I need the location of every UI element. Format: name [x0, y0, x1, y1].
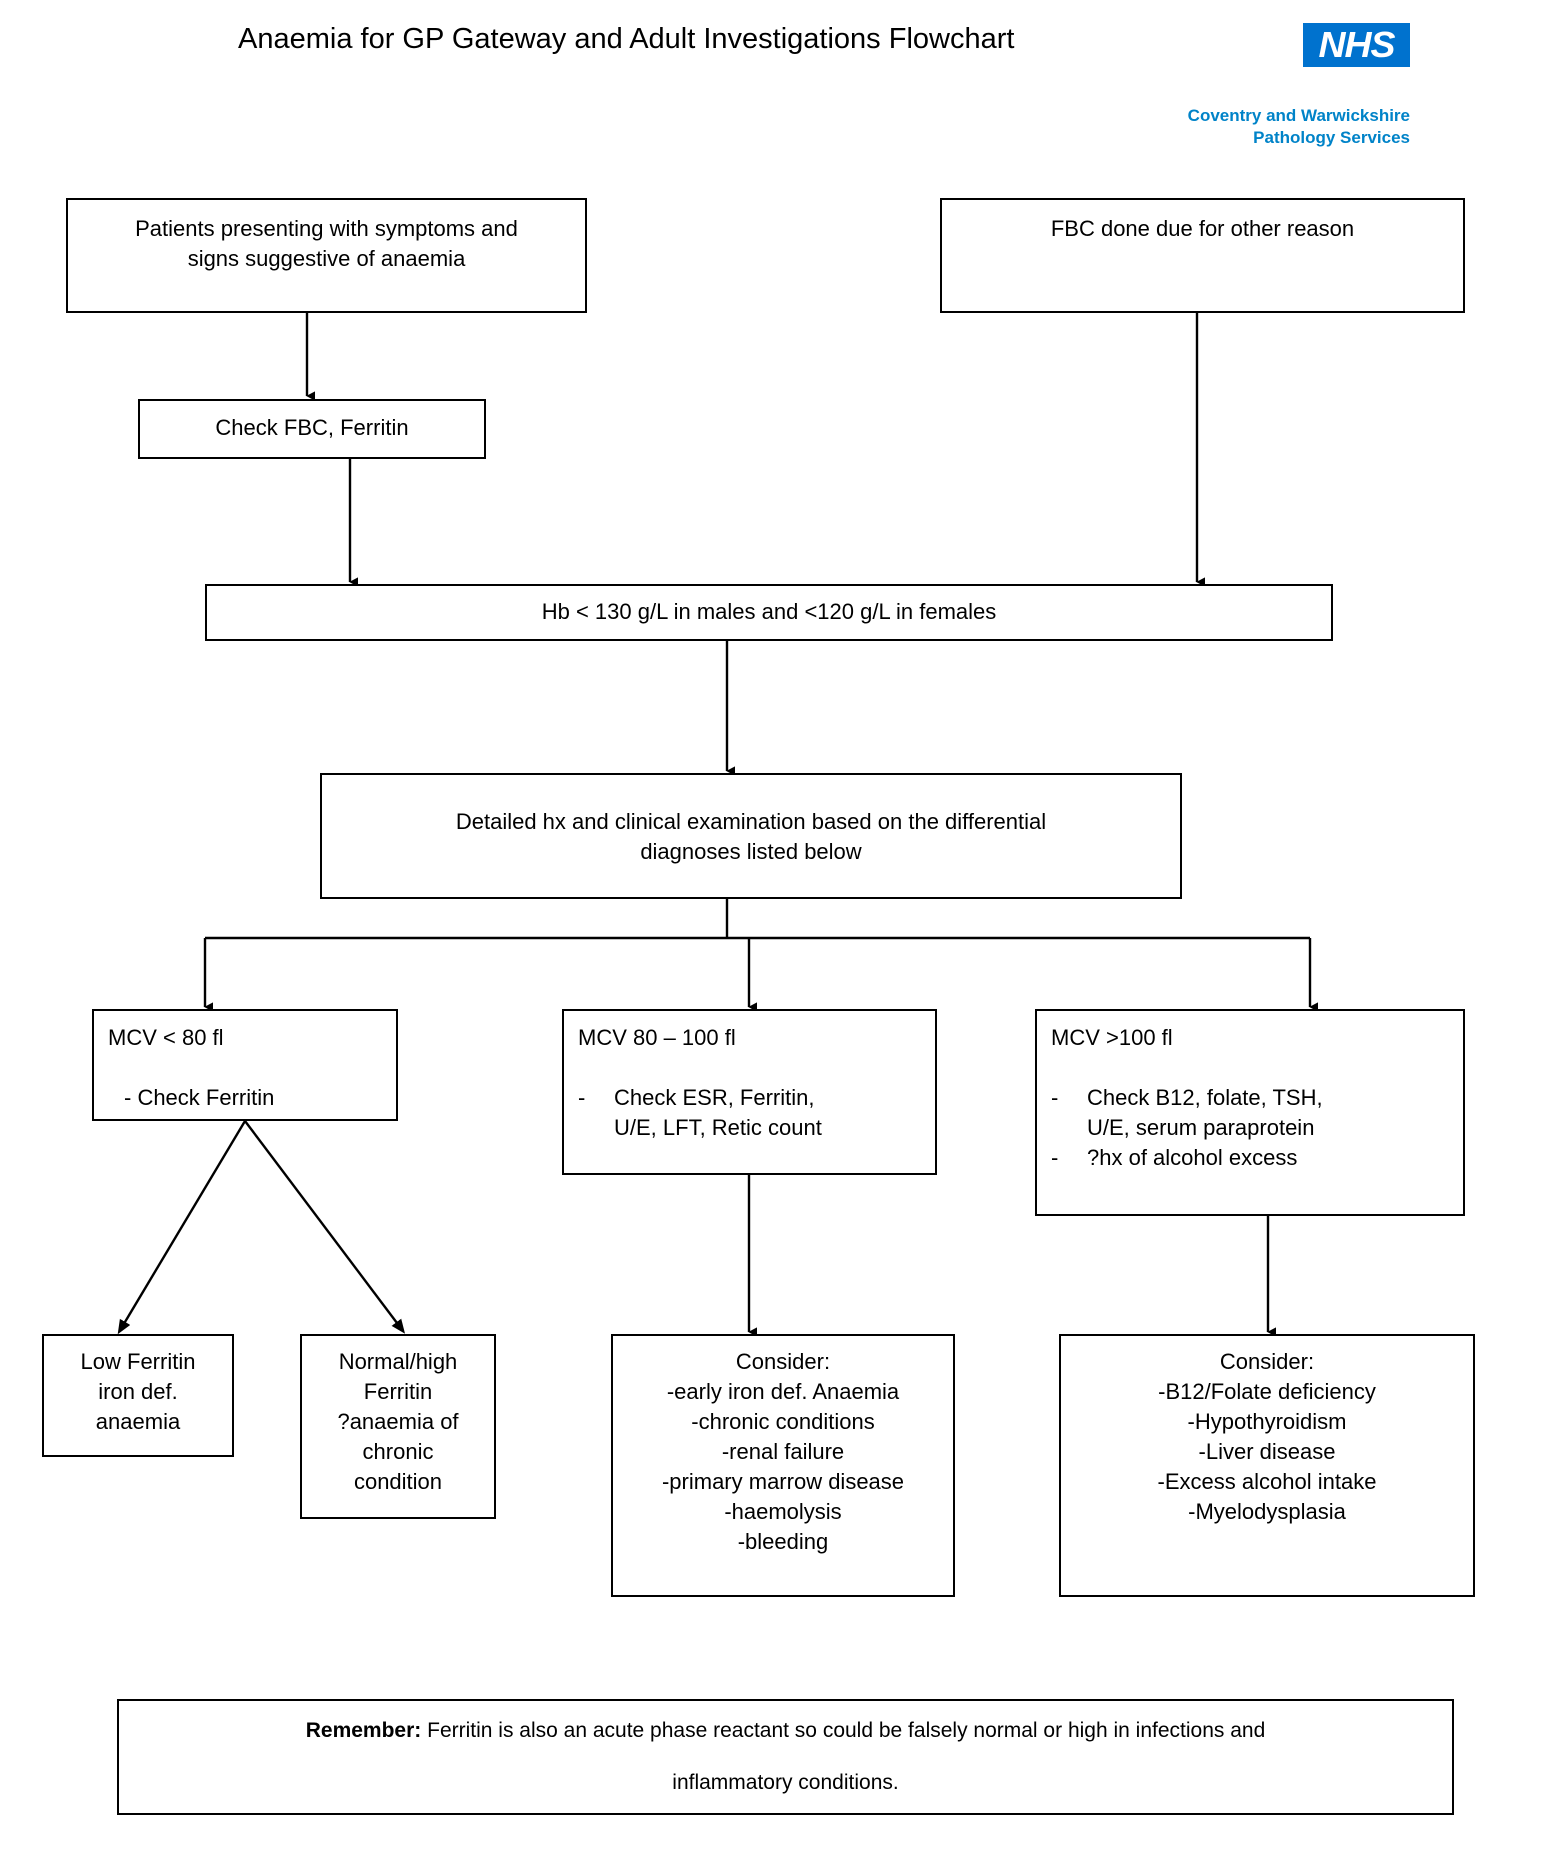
node-fbc-other-reason-line1: FBC done due for other reason	[1050, 216, 1355, 241]
link-mcvlow-to-lowferritin	[117, 1120, 247, 1335]
node-patients-presenting-line1: Patients presenting with symptoms and	[135, 216, 518, 241]
nhs-logo: NHS	[1303, 23, 1410, 67]
node-mcv-high-item1: - Check B12, folate, TSH, U/E, serum par…	[1051, 1083, 1449, 1143]
remember-note-line1: Remember: Ferritin is also an acute phas…	[306, 1719, 1266, 1742]
remember-note-line2: inflammatory conditions.	[672, 1771, 899, 1794]
node-mcv-mid: MCV 80 – 100 fl - Check ESR, Ferritin, U…	[562, 1009, 937, 1175]
node-fbc-other-reason: FBC done due for other reason	[940, 198, 1465, 313]
node-normal-high-ferritin-line4: chronic	[362, 1439, 434, 1464]
trust-name-line1: Coventry and Warwickshire	[1187, 106, 1410, 125]
remember-note: Remember: Ferritin is also an acute phas…	[117, 1699, 1454, 1815]
trust-name: Coventry and Warwickshire Pathology Serv…	[1010, 105, 1410, 149]
node-mcv-high-item2: - ?hx of alcohol excess	[1051, 1143, 1449, 1173]
node-normal-high-ferritin-line5: condition	[353, 1469, 443, 1494]
node-mcv-mid-title: MCV 80 – 100 fl	[578, 1025, 736, 1050]
node-low-ferritin-line2: iron def.	[98, 1379, 178, 1404]
page-title: Anaemia for GP Gateway and Adult Investi…	[238, 23, 1015, 55]
node-consider-mid-line6: -haemolysis	[724, 1499, 842, 1524]
node-mcv-mid-item1: - Check ESR, Ferritin, U/E, LFT, Retic c…	[578, 1083, 921, 1143]
node-detailed-hx-line2: diagnoses listed below	[640, 839, 862, 864]
node-mcv-high-item2-dash: -	[1051, 1145, 1059, 1170]
node-consider-mid-line5: -primary marrow disease	[661, 1469, 905, 1494]
node-mcv-mid-gap	[578, 1053, 921, 1083]
nhs-logo-text: NHS	[1318, 24, 1396, 65]
node-mcv-high-title: MCV >100 fl	[1051, 1025, 1173, 1050]
node-consider-high-line1: Consider:	[1219, 1349, 1315, 1374]
node-mcv-high-item1-line2: U/E, serum paraprotein	[1087, 1115, 1315, 1140]
node-consider-high-line5: -Excess alcohol intake	[1157, 1469, 1377, 1494]
node-consider-mid-line3: -chronic conditions	[691, 1409, 875, 1434]
node-mcv-high-item2-line1: ?hx of alcohol excess	[1087, 1145, 1298, 1170]
node-mcv-low-gap	[108, 1053, 382, 1083]
node-hb-threshold: Hb < 130 g/L in males and <120 g/L in fe…	[205, 584, 1333, 641]
node-patients-presenting: Patients presenting with symptoms and si…	[66, 198, 587, 313]
node-consider-high-line6: -Myelodysplasia	[1188, 1499, 1346, 1524]
remember-note-label: Remember:	[305, 1719, 422, 1742]
node-normal-high-ferritin-line1: Normal/high	[338, 1349, 458, 1374]
node-mcv-high-item1-line1: Check B12, folate, TSH,	[1087, 1085, 1323, 1110]
node-mcv-low: MCV < 80 fl - Check Ferritin	[92, 1009, 398, 1121]
node-mcv-low-title: MCV < 80 fl	[108, 1025, 224, 1050]
node-patients-presenting-line2: signs suggestive of anaemia	[187, 246, 466, 271]
node-consider-high-line2: -B12/Folate deficiency	[1158, 1379, 1376, 1404]
node-consider-mid-line2: -early iron def. Anaemia	[666, 1379, 900, 1404]
node-consider-mid-line1: Consider:	[735, 1349, 831, 1374]
link-mcvlow-to-normalhighferritin	[244, 1120, 406, 1334]
node-mcv-mid-item1-body: Check ESR, Ferritin, U/E, LFT, Retic cou…	[614, 1083, 921, 1143]
node-consider-mid: Consider: -early iron def. Anaemia -chro…	[611, 1334, 955, 1597]
node-mcv-mid-item1-line2: U/E, LFT, Retic count	[614, 1115, 822, 1140]
node-mcv-high: MCV >100 fl - Check B12, folate, TSH, U/…	[1035, 1009, 1465, 1216]
node-low-ferritin: Low Ferritin iron def. anaemia	[42, 1334, 234, 1457]
node-mcv-high-item1-dash: -	[1051, 1085, 1059, 1110]
node-normal-high-ferritin-line3: ?anaemia of	[337, 1409, 459, 1434]
node-check-fbc-ferritin: Check FBC, Ferritin	[138, 399, 486, 459]
remember-note-line1-text: Ferritin is also an acute phase reactant…	[421, 1719, 1266, 1742]
node-consider-high-line4: -Liver disease	[1198, 1439, 1336, 1464]
node-consider-mid-line4: -renal failure	[721, 1439, 845, 1464]
node-detailed-hx: Detailed hx and clinical examination bas…	[320, 773, 1182, 899]
node-consider-high-line3: -Hypothyroidism	[1187, 1409, 1347, 1434]
node-consider-high: Consider: -B12/Folate deficiency -Hypoth…	[1059, 1334, 1475, 1597]
node-consider-mid-line7: -bleeding	[737, 1529, 829, 1554]
node-mcv-mid-item1-line1: Check ESR, Ferritin,	[614, 1085, 815, 1110]
node-detailed-hx-line1: Detailed hx and clinical examination bas…	[455, 809, 1047, 834]
node-mcv-high-item1-body: Check B12, folate, TSH, U/E, serum parap…	[1087, 1083, 1449, 1143]
node-hb-threshold-line1: Hb < 130 g/L in males and <120 g/L in fe…	[541, 599, 997, 624]
node-normal-high-ferritin: Normal/high Ferritin ?anaemia of chronic…	[300, 1334, 496, 1519]
node-low-ferritin-line3: anaemia	[95, 1409, 181, 1434]
node-mcv-low-item1: - Check Ferritin	[124, 1085, 275, 1110]
trust-name-line2: Pathology Services	[1253, 128, 1410, 147]
node-low-ferritin-line1: Low Ferritin	[80, 1349, 196, 1374]
node-check-fbc-ferritin-line1: Check FBC, Ferritin	[215, 415, 409, 440]
node-mcv-mid-item1-dash: -	[578, 1085, 586, 1110]
node-normal-high-ferritin-line2: Ferritin	[363, 1379, 433, 1404]
node-mcv-high-item2-body: ?hx of alcohol excess	[1087, 1143, 1449, 1173]
node-mcv-high-gap	[1051, 1053, 1449, 1083]
